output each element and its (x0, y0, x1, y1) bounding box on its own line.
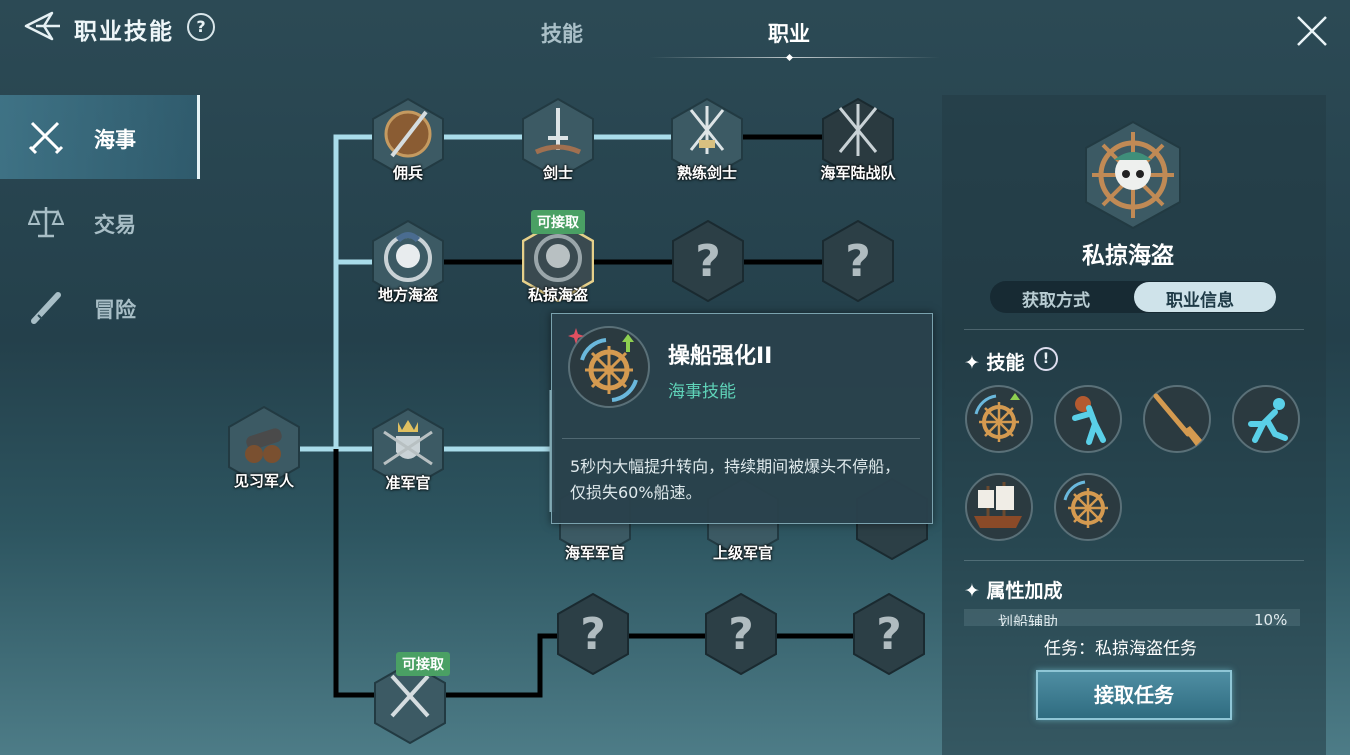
toggle-acquire-method[interactable]: 获取方式 (1022, 291, 1090, 311)
sidebar-item-trade[interactable]: 交易 (0, 180, 200, 264)
tree-node-local-pirate[interactable]: 地方海盗 (368, 220, 448, 310)
class-name: 私掠海盗 (1082, 243, 1174, 269)
close-icon[interactable] (1295, 14, 1329, 48)
node-name: 剑士 (542, 164, 573, 182)
tree-node-mercenary[interactable]: 佣兵 (368, 98, 448, 188)
ship-wheel-icon[interactable] (1053, 472, 1123, 542)
attribute-row: 划船辅助 10% (964, 609, 1300, 626)
sword-icon (522, 98, 594, 180)
back-arrow-icon[interactable] (22, 10, 62, 42)
sprint-icon[interactable] (1231, 384, 1301, 454)
divider (562, 438, 920, 439)
tab-skills[interactable]: 技能 (541, 22, 583, 46)
attribute-label: 划船辅助 (998, 613, 1059, 626)
tree-node-locked[interactable]: ? (553, 593, 633, 683)
locked-hex-icon: ? (822, 220, 894, 302)
shield-sword-icon (372, 98, 444, 180)
node-name: 佣兵 (392, 164, 423, 182)
toggle-class-info[interactable] (1134, 282, 1276, 312)
top-bar: 职业技能 ? 技能 职业 (0, 0, 1350, 62)
locked-mark: ? (728, 609, 754, 660)
node-name: 见习军人 (233, 472, 294, 490)
locked-hex-icon: ? (705, 593, 777, 675)
help-icon[interactable]: ? (187, 13, 215, 41)
node-name: 准军官 (385, 474, 431, 492)
spyglass-icon (31, 292, 61, 324)
ship-battle-icon[interactable] (964, 472, 1034, 542)
skull-wheel-icon (522, 220, 594, 302)
tree-node-swordsman[interactable]: 剑士 (518, 98, 598, 188)
tree-node-locked[interactable]: ? (701, 593, 781, 683)
crossed-weapons-icon (822, 98, 894, 180)
skills-info-icon[interactable]: ! (1034, 347, 1058, 371)
sailor-attack-icon[interactable] (1053, 384, 1123, 454)
tree-node-locked[interactable]: ? (668, 220, 748, 310)
crossed-swords-icon (374, 662, 446, 744)
cannon-icon (228, 406, 300, 488)
node-name: 私掠海盗 (527, 286, 588, 304)
ship-wheel-boost-icon (568, 326, 650, 408)
node-name: 海军陆战队 (820, 164, 896, 182)
crossed-axes-icon (671, 98, 743, 180)
node-name: 上级军官 (712, 544, 773, 562)
divider (964, 329, 1304, 330)
locked-hex-icon: ? (557, 593, 629, 675)
tree-node-privateer[interactable]: 私掠海盗 可接取 (518, 210, 598, 310)
available-badge: 可接取 (531, 210, 585, 234)
oar-icon[interactable] (1142, 384, 1212, 454)
ship-wheel-boost-icon[interactable] (964, 384, 1034, 454)
locked-mark: ? (876, 609, 902, 660)
accept-task-button[interactable]: 接取任务 (1036, 670, 1232, 720)
task-label: 任务：私掠海盗任务 (1044, 639, 1197, 659)
scales-icon (28, 207, 64, 238)
skill-tooltip: 操船强化II 海事技能 5秒内大幅提升转向，持续期间被爆头不停船，仅损失60%船… (551, 313, 933, 524)
locked-hex-icon: ? (853, 593, 925, 675)
tree-node-locked[interactable]: ? (849, 593, 929, 683)
toggle-class-info-label[interactable]: 职业信息 (1166, 291, 1234, 311)
sidebar-item-label: 冒险 (94, 298, 136, 322)
skill-type: 海事技能 (668, 382, 736, 402)
sidebar-item-label: 海事 (94, 128, 136, 152)
sidebar-item-label: 交易 (94, 213, 136, 237)
node-name: 海军军官 (564, 544, 625, 562)
pirate-skull-emblem-icon (1085, 120, 1181, 230)
skull-wheel-icon (372, 220, 444, 302)
tree-node-bottom[interactable]: 可接取 (370, 652, 450, 752)
divider (964, 560, 1304, 561)
locked-mark: ? (845, 236, 871, 287)
crown-shield-icon (372, 408, 444, 490)
locked-mark: ? (695, 236, 721, 287)
tab-profession[interactable]: 职业 (768, 22, 810, 46)
locked-mark: ? (580, 609, 606, 660)
tree-node-marines[interactable]: 海军陆战队 (818, 98, 898, 188)
crossed-swords-icon (28, 121, 64, 155)
locked-hex-icon: ? (672, 220, 744, 302)
attribute-value: 10% (1254, 611, 1288, 626)
skills-heading: ✦ 技能 (964, 352, 1025, 374)
tree-node-trainee[interactable]: 见习军人 (224, 406, 304, 496)
available-badge: 可接取 (396, 652, 450, 676)
sidebar-item-maritime[interactable]: 海事 (0, 95, 200, 179)
attributes-heading: ✦ 属性加成 (964, 580, 1063, 602)
tree-node-locked[interactable]: ? (818, 220, 898, 310)
sidebar-item-adventure[interactable]: 冒险 (0, 265, 200, 349)
page-title: 职业技能 (74, 19, 174, 45)
tree-node-warrant-officer[interactable]: 准军官 (368, 408, 448, 498)
node-name: 熟练剑士 (676, 164, 737, 182)
skill-name: 操船强化II (668, 344, 773, 369)
tab-underline (650, 57, 940, 58)
node-name: 地方海盗 (377, 286, 438, 304)
tree-node-skilled-swordsman[interactable]: 熟练剑士 (667, 98, 747, 188)
skill-description: 5秒内大幅提升转向，持续期间被爆头不停船，仅损失60%船速。 (570, 457, 901, 502)
